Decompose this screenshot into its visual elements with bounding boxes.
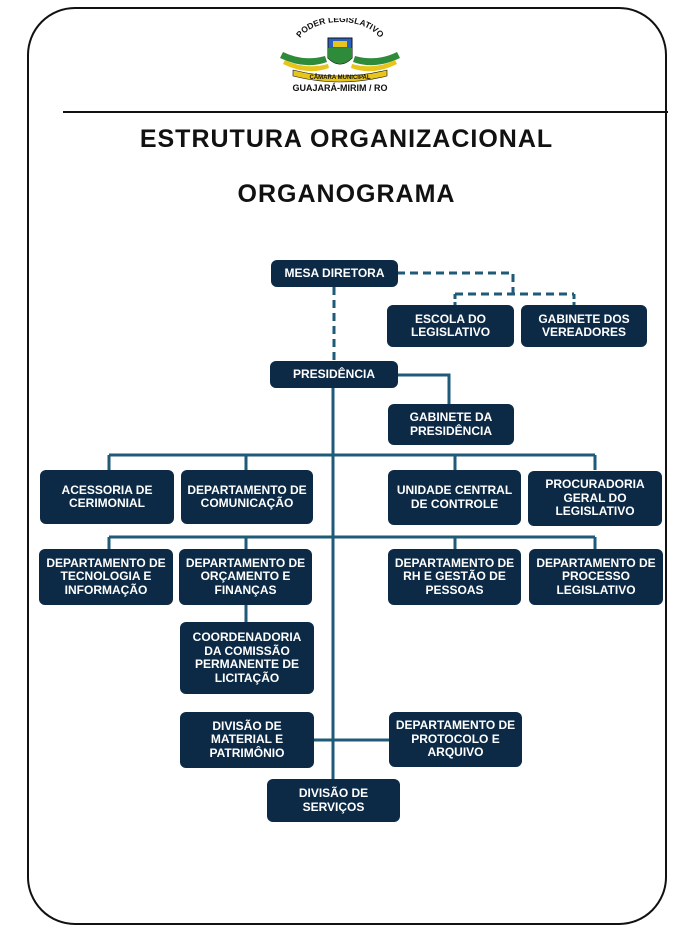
node-coordenadoria-licitacao: COORDENADORIA DA COMISSÃO PERMANENTE DE … xyxy=(180,622,314,694)
camara-municipal-logo: PODER LEGISLATIVO CÂMARA MUNICIPAL GUAJA… xyxy=(280,18,400,93)
page-subtitle: ORGANOGRAMA xyxy=(237,180,456,208)
node-escola-legislativo: ESCOLA DO LEGISLATIVO xyxy=(387,305,514,347)
connector-gabinete-presidencia xyxy=(397,373,451,404)
node-departamento-orcamento: DEPARTAMENTO DE ORÇAMENTO E FINANÇAS xyxy=(179,549,312,605)
node-departamento-rh: DEPARTAMENTO DE RH E GESTÃO DE PESSOAS xyxy=(388,549,521,605)
node-gabinete-vereadores: GABINETE DOS VEREADORES xyxy=(521,305,647,347)
node-divisao-servicos: DIVISÃO DE SERVIÇOS xyxy=(267,779,400,822)
logo-city-text: GUAJARÁ-MIRIM / RO xyxy=(293,83,388,93)
page-title: ESTRUTURA ORGANIZACIONAL xyxy=(139,125,554,153)
node-procuradoria: PROCURADORIA GERAL DO LEGISLATIVO xyxy=(528,471,662,526)
node-presidencia: PRESIDÊNCIA xyxy=(270,361,398,388)
node-mesa-diretora: MESA DIRETORA xyxy=(271,260,398,287)
page-frame xyxy=(27,7,667,925)
node-gabinete-presidencia: GABINETE DA PRESIDÊNCIA xyxy=(388,404,514,445)
node-departamento-protocolo: DEPARTAMENTO DE PROTOCOLO E ARQUIVO xyxy=(389,712,522,767)
node-departamento-tecnologia: DEPARTAMENTO DE TECNOLOGIA E INFORMAÇÃO xyxy=(39,549,173,605)
node-departamento-processo: DEPARTAMENTO DE PROCESSO LEGISLATIVO xyxy=(529,549,663,605)
node-divisao-material: DIVISÃO DE MATERIAL E PATRIMÔNIO xyxy=(180,712,314,768)
logo-band-text: CÂMARA MUNICIPAL xyxy=(310,74,371,81)
connector-mesa-assessorias xyxy=(397,271,515,294)
node-acessoria-cerimonial: ACESSORIA DE CERIMONIAL xyxy=(40,470,174,524)
node-unidade-controle: UNIDADE CENTRAL DE CONTROLE xyxy=(388,470,521,525)
node-departamento-comunicacao: DEPARTAMENTO DE COMUNICAÇÃO xyxy=(181,470,313,524)
header-divider xyxy=(63,111,668,113)
